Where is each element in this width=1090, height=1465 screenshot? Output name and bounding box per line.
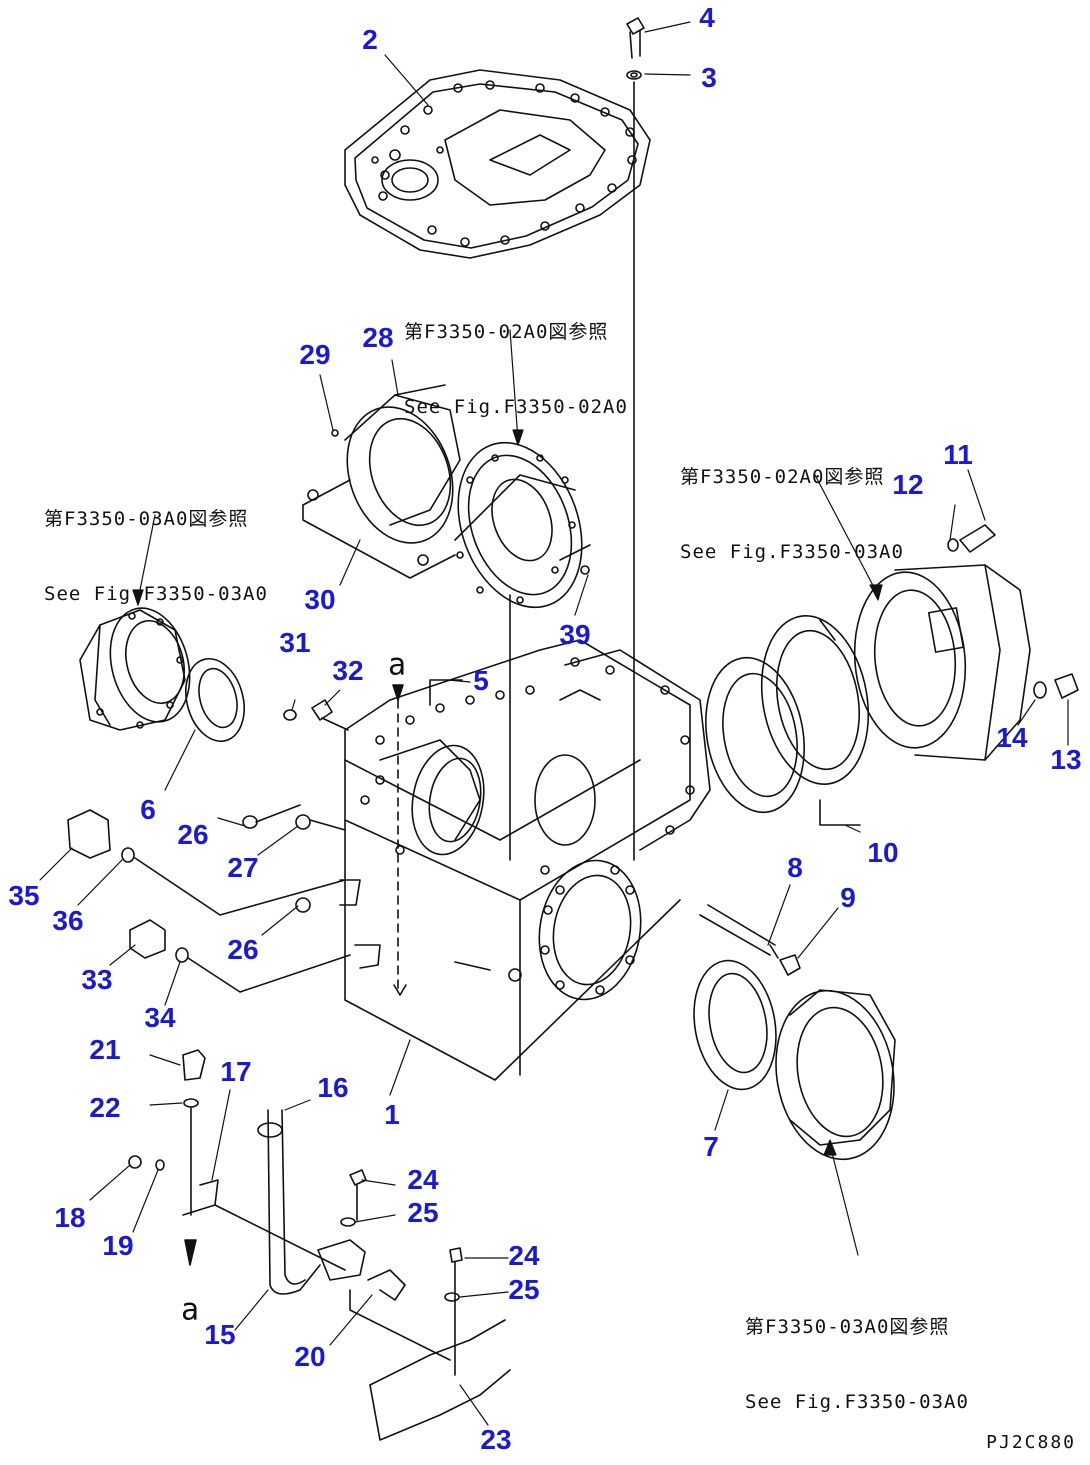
callout-32: 32: [332, 655, 364, 686]
callout-20: 20: [294, 1341, 326, 1372]
callout-39: 39: [559, 619, 591, 650]
top-cover: [344, 69, 651, 259]
callout-10: 10: [867, 837, 899, 868]
reference-note-bottom: 第F3350-03A0図参照 See Fig.F3350-03A0: [745, 1265, 969, 1465]
pipe-assembly: [128, 1049, 511, 1441]
callout-15: 15: [204, 1319, 236, 1350]
callout-18: 18: [54, 1202, 86, 1233]
callout-17: 17: [220, 1056, 252, 1087]
callout-31: 31: [279, 627, 311, 658]
callout-13: 13: [1050, 744, 1082, 775]
reference-note-top-jp: 第F3350-02A0図参照: [404, 321, 609, 343]
breathers: [67, 809, 351, 993]
callout-22: 22: [89, 1092, 121, 1123]
reference-note-left-jp: 第F3350-03A0図参照: [44, 508, 249, 530]
callout-35: 35: [8, 880, 40, 911]
reference-note-top-en: See Fig.F3350-02A0: [404, 396, 628, 418]
left-carrier-housing: [79, 607, 191, 731]
callout-16: 16: [317, 1072, 349, 1103]
callout-24b: 24: [508, 1240, 540, 1271]
callout-27: 27: [227, 852, 259, 883]
callout-8: 8: [787, 852, 803, 883]
callout-12: 12: [892, 469, 924, 500]
connector-letter-top: a: [387, 647, 407, 683]
callout-25b: 25: [508, 1274, 540, 1305]
right-carrier-housing: [853, 524, 1079, 761]
callout-36: 36: [52, 905, 84, 936]
reference-note-bottom-jp: 第F3350-03A0図参照: [745, 1316, 950, 1338]
callout-4: 4: [699, 2, 715, 33]
callout-3: 3: [701, 62, 717, 93]
connector-letter-bottom: a: [180, 1292, 200, 1328]
callout-14: 14: [996, 722, 1028, 753]
seal-ring-7: [693, 959, 777, 1091]
callout-5: 5: [473, 665, 489, 696]
reference-note-left: 第F3350-03A0図参照 See Fig.F3350-03A0: [44, 457, 268, 657]
callout-2: 2: [362, 24, 378, 55]
plugs-26-27: [242, 804, 346, 913]
cover-bolt: [626, 17, 645, 861]
reference-note-top: 第F3350-02A0図参照 See Fig.F3350-02A0: [404, 270, 628, 470]
callout-33: 33: [81, 964, 113, 995]
reference-note-right: 第F3350-02A0図参照 See Fig.F3350-03A0: [680, 415, 904, 615]
reference-note-right-en: See Fig.F3350-03A0: [680, 541, 904, 563]
seal-ring-6: [185, 657, 245, 743]
main-housing: [339, 639, 711, 1081]
callout-30: 30: [304, 584, 336, 615]
connector-line: [392, 684, 407, 996]
callout-25a: 25: [407, 1197, 439, 1228]
callout-21: 21: [89, 1034, 121, 1065]
callout-23: 23: [480, 1424, 512, 1455]
callout-28: 28: [362, 322, 394, 353]
small-fasteners: [283, 679, 463, 731]
reference-note-left-en: See Fig.F3350-03A0: [44, 583, 268, 605]
shims-10: [705, 615, 870, 826]
callout-24a: 24: [407, 1164, 439, 1195]
stud-8-nut-9: [699, 904, 801, 976]
reference-note-bottom-en: See Fig.F3350-03A0: [745, 1391, 969, 1413]
callout-1: 1: [384, 1099, 400, 1130]
callout-34: 34: [144, 1002, 176, 1033]
callout-19: 19: [102, 1230, 134, 1261]
diff-plate-39: [454, 441, 591, 861]
callout-6: 6: [140, 794, 156, 825]
callout-29: 29: [299, 339, 331, 370]
callout-9: 9: [840, 882, 856, 913]
callout-11: 11: [943, 439, 973, 470]
leader-lines: [39, 21, 1069, 1426]
reference-note-right-jp: 第F3350-02A0図参照: [680, 466, 885, 488]
callout-26a: 26: [177, 819, 209, 850]
drawing-code: PJ2C880: [986, 1432, 1076, 1453]
right-lower-housing: [775, 989, 896, 1161]
callout-26b: 26: [227, 934, 259, 965]
callout-7: 7: [703, 1131, 719, 1162]
